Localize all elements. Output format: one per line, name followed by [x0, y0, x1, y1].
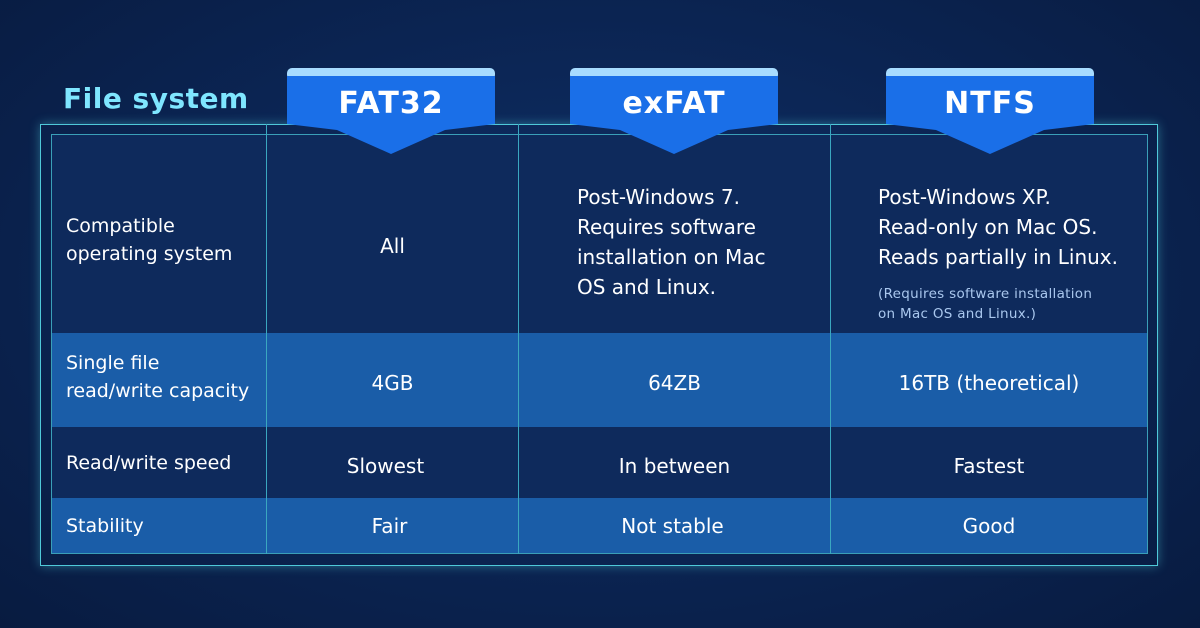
note-line: (Requires software installation [878, 286, 1093, 302]
table-row-stability [52, 498, 1147, 553]
cell-fat32-stability: Fair [371, 514, 408, 538]
cell-line: Reads partially in Linux. [878, 245, 1118, 269]
table-row-speed [52, 427, 1147, 498]
note-line: on Mac OS and Linux.) [878, 306, 1037, 322]
row-label-line: Compatible [66, 215, 175, 237]
header-tab-shape [886, 68, 1094, 154]
column-header-ntfs: NTFS [886, 68, 1094, 154]
cell-line: Post-Windows XP. [878, 185, 1051, 209]
column-divider [518, 124, 519, 554]
cell-line: Post-Windows 7. [577, 185, 740, 209]
column-divider [830, 124, 831, 554]
cell-exfat-compatibility: Post-Windows 7. Requires software instal… [577, 182, 766, 302]
table-row-capacity [52, 333, 1147, 427]
cell-line: Read-only on Mac OS. [878, 215, 1098, 239]
column-header-label: FAT32 [338, 86, 444, 121]
column-header-fat32: FAT32 [287, 68, 495, 154]
cell-line: installation on Mac [577, 245, 766, 269]
row-label-speed: Read/write speed [66, 452, 232, 474]
row-label-compatibility: Compatible operating system [66, 212, 232, 268]
ntfs-compatibility-note: (Requires software installation on Mac O… [878, 284, 1092, 324]
cell-exfat-capacity: 64ZB [648, 371, 701, 395]
cell-line: OS and Linux. [577, 275, 717, 299]
cell-fat32-speed: Slowest [346, 454, 425, 478]
header-tab-shape [570, 68, 778, 154]
row-label-capacity: Single file read/write capacity [66, 349, 249, 405]
column-header-label: NTFS [944, 86, 1036, 121]
cell-exfat-speed: In between [618, 454, 731, 478]
page-title: File system [63, 82, 249, 115]
cell-ntfs-speed: Fastest [953, 454, 1025, 478]
column-divider [266, 124, 267, 554]
cell-fat32-compatibility: All [380, 234, 405, 258]
row-label-stability: Stability [66, 515, 144, 537]
row-label-line: operating system [66, 243, 233, 265]
cell-line: Requires software [577, 215, 756, 239]
cell-ntfs-stability: Good [962, 514, 1016, 538]
cell-ntfs-compatibility: Post-Windows XP. Read-only on Mac OS. Re… [878, 182, 1118, 272]
row-label-line: read/write capacity [66, 380, 250, 402]
header-tab-shape [287, 68, 495, 154]
cell-fat32-capacity: 4GB [371, 371, 414, 395]
row-label-line: Single file [66, 352, 160, 374]
column-header-label: exFAT [622, 86, 726, 121]
cell-exfat-stability: Not stable [621, 514, 724, 538]
table-row-compatibility [52, 135, 1147, 333]
cell-ntfs-capacity: 16TB (theoretical) [898, 371, 1080, 395]
column-header-exfat: exFAT [570, 68, 778, 154]
